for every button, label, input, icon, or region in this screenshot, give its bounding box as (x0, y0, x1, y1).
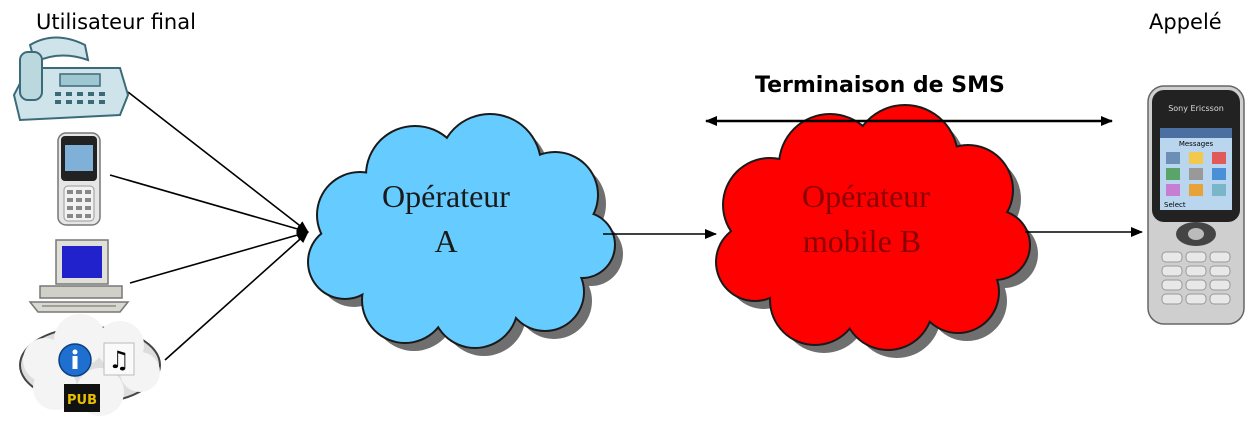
services-cloud-icon: ♫ PUB (19, 314, 161, 416)
callee-phone-icon: Sony Ericsson Messages Select (1147, 85, 1245, 325)
pub-badge-label: PUB (67, 393, 97, 408)
info-icon (58, 343, 92, 377)
phone-screen-title: Messages (1179, 140, 1214, 148)
phone-softkey-label: Select (1164, 201, 1186, 209)
desk-phone-icon (12, 36, 130, 122)
device-links (109, 91, 309, 361)
operator-b-label-line2: mobile B (803, 223, 921, 259)
music-note-icon: ♫ (103, 342, 135, 376)
link-deskphone-to-operator-a (127, 91, 309, 233)
phone-menu-grid (1166, 152, 1226, 196)
operator-a-label-line1: Opérateur (382, 178, 510, 214)
end-user-label: Utilisateur final (36, 10, 196, 34)
svg-text:♫: ♫ (108, 346, 130, 374)
link-services-to-operator-a (164, 231, 309, 361)
mobile-phone-small-icon (57, 132, 101, 226)
sms-termination-label: Terminaison de SMS (755, 73, 1005, 98)
computer-icon (28, 239, 130, 313)
link-computer-to-operator-a (129, 230, 309, 284)
phone-brand-label: Sony Ericsson (1168, 104, 1224, 113)
callee-label: Appelé (1149, 10, 1222, 34)
operator-b-label-line1: Opérateur (802, 178, 930, 214)
operator-a-label-line2: A (434, 223, 457, 259)
operator-b-cloud: Opérateur mobile B (715, 104, 1038, 358)
operator-a-cloud: Opérateur A (307, 113, 623, 356)
link-mobile-to-operator-a (109, 174, 309, 234)
pub-badge: PUB (64, 384, 100, 412)
